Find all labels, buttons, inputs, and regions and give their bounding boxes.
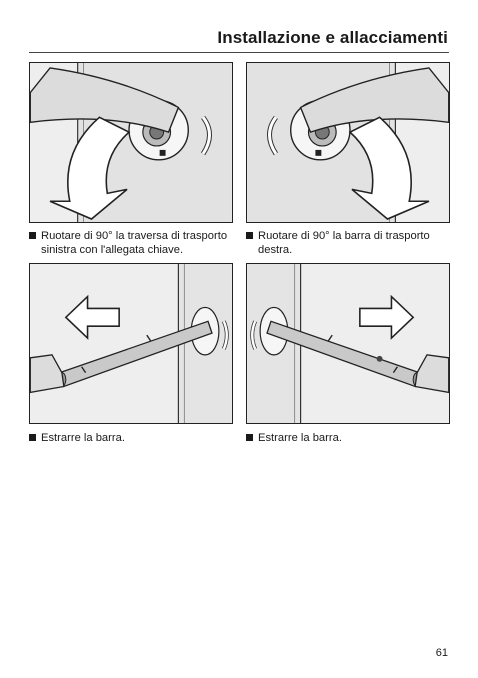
step-text: Ruotare di 90° la barra di trasporto des… — [258, 230, 430, 256]
step-text: Estrarre la barra. — [41, 432, 125, 444]
illustration-extract-bar-left — [29, 263, 233, 424]
step-text: Estrarre la barra. — [258, 432, 342, 444]
step-caption-1: Ruotare di 90° la traversa di trasporto … — [29, 229, 239, 257]
page-number: 61 — [435, 647, 448, 659]
illustration-rotate-left-bar — [29, 62, 233, 223]
title-rule — [29, 52, 449, 53]
illustration-extract-bar-right — [246, 263, 450, 424]
step-caption-3: Estrarre la barra. — [29, 431, 239, 445]
bullet-square — [246, 232, 253, 239]
bullet-square — [246, 434, 253, 441]
bullet-square — [29, 232, 36, 239]
page-title: Installazione e allacciamenti — [217, 28, 448, 47]
step-text: Ruotare di 90° la traversa di trasporto … — [41, 230, 228, 256]
step-caption-2: Ruotare di 90° la barra di trasporto des… — [246, 229, 456, 257]
bullet-square — [29, 434, 36, 441]
step-caption-4: Estrarre la barra. — [246, 431, 456, 445]
illustration-rotate-right-bar — [246, 62, 450, 223]
